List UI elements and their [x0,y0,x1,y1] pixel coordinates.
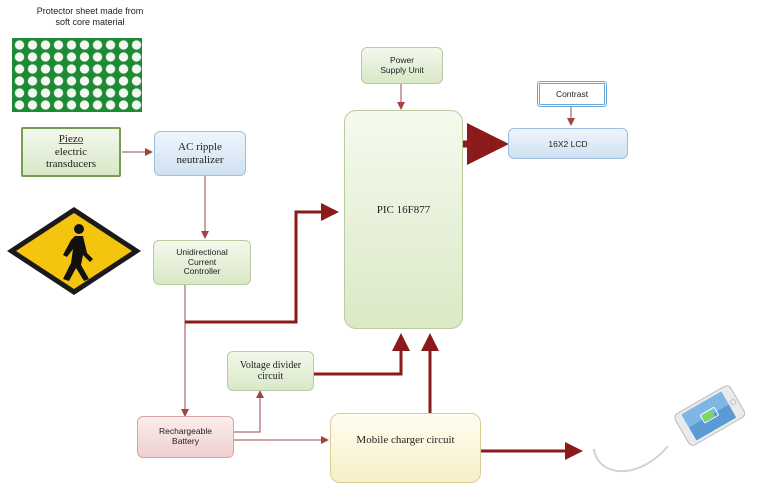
protector-mesh-icon [12,38,142,112]
lcd-label: 16X2 LCD [548,138,588,149]
power-supply-label: Power Supply Unit [380,54,424,75]
voltage-divider-box: Voltage divider circuit [227,351,314,391]
charging-cable [593,445,669,472]
protector-sheet-label: Protector sheet made from soft core mate… [36,6,144,28]
piezo-label-underlined: Piezo [58,133,84,146]
contrast-label: Contrast [555,89,589,99]
battery-to-divider-arrow [233,390,264,433]
contrast-box: Contrast [537,81,607,107]
unidirectional-current-controller-box: Unidirectional Current Controller [153,240,251,285]
ac-ripple-label: AC ripple neutralizer [176,140,224,166]
lcd-box: 16X2 LCD [508,128,628,159]
piezo-label: electric transducers [45,145,97,171]
divider-to-pic-arrow [313,333,410,376]
smartphone-icon [674,385,746,446]
voltage-divider-label: Voltage divider circuit [239,359,302,383]
mobile-charger-label: Mobile charger circuit [356,434,455,446]
pic-label: PIC 16F877 [376,204,431,216]
rechargeable-battery-box: Rechargeable Battery [137,416,234,458]
battery-label: Rechargeable Battery [159,426,212,446]
controller-to-pic-arrow [185,203,339,324]
pedestrian-crossing-sign-icon [7,207,141,295]
pic-microcontroller-box: PIC 16F877 [344,110,463,329]
unidirectional-label: Unidirectional Current Controller [176,246,228,277]
piezo-transducer-box: Piezo electric transducers [21,127,121,177]
ac-ripple-neutralizer-box: AC ripple neutralizer [154,131,246,176]
mobile-charger-circuit-box: Mobile charger circuit [330,413,481,483]
power-supply-unit-box: Power Supply Unit [361,47,443,84]
